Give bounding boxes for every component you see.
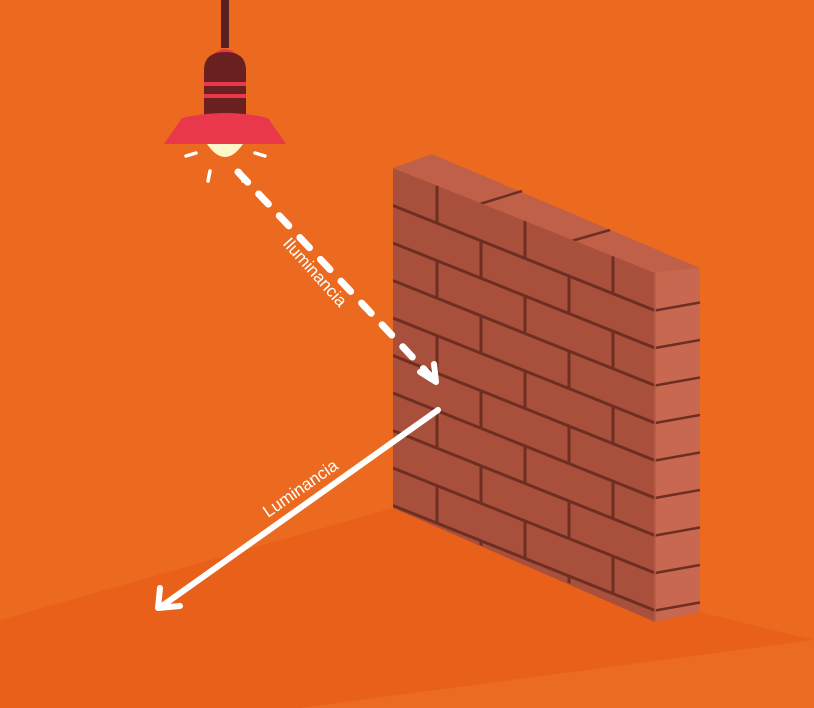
lamp-cord — [221, 0, 229, 48]
